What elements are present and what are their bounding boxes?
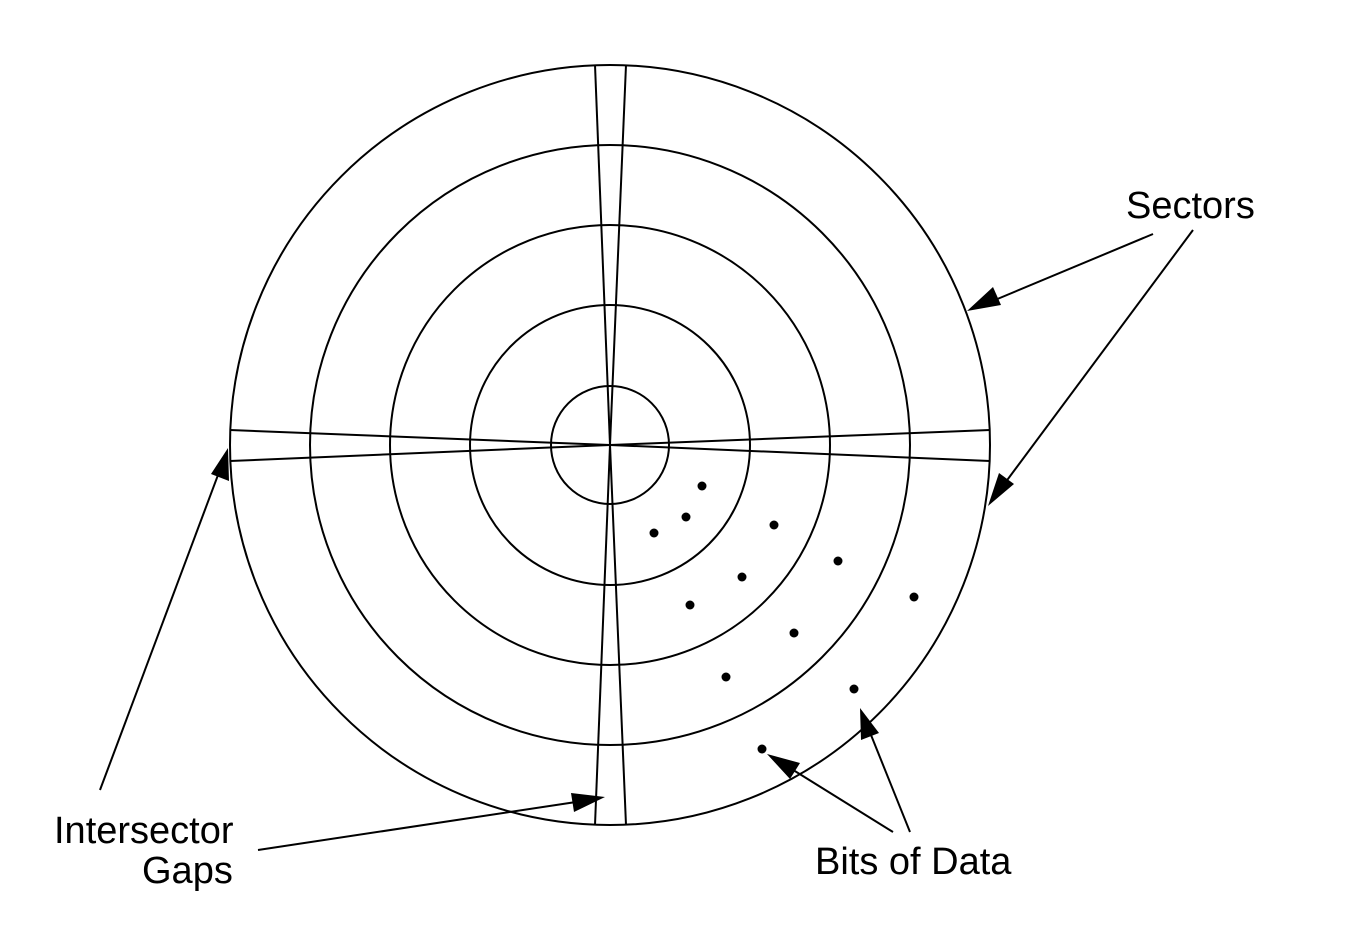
data-bit (681, 512, 691, 522)
track-ring-4 (309, 144, 911, 746)
gap-left-top (229, 429, 611, 446)
bits-arrows (767, 708, 911, 833)
bits-of-data-label: Bits of Data (815, 841, 1012, 883)
data-bit (789, 628, 799, 638)
data-bit (721, 672, 731, 682)
bits-arrow-left-head (767, 754, 800, 779)
track-ring-3 (389, 224, 831, 666)
data-bit (769, 520, 779, 530)
sectors-arrow-lower-head (988, 473, 1014, 506)
intersector-label-line2: Gaps (142, 850, 233, 892)
data-bit (697, 481, 707, 491)
bits-arrow-left-shaft (789, 767, 894, 833)
data-bit (757, 744, 767, 754)
data-bit (909, 592, 919, 602)
gap-bottom-right (609, 444, 627, 826)
gap-top-right (609, 64, 627, 446)
data-bit (849, 684, 859, 694)
track-rings (229, 64, 991, 826)
gap-bottom-left (594, 444, 611, 826)
gap-right-top (609, 429, 991, 446)
intersector-arrow-bottom-head (571, 793, 605, 812)
sectors-arrow-lower-shaft (1004, 229, 1194, 484)
gap-left-bottom (229, 444, 611, 462)
data-bit (685, 600, 695, 610)
bits-arrow-right-head (860, 708, 879, 740)
intersector-arrow-left-head (211, 448, 229, 481)
sectors-arrow-upper-head (967, 287, 1001, 311)
intersector-arrow-bottom-shaft (257, 801, 577, 851)
intersector-arrow-left-shaft (99, 474, 219, 791)
gap-top-left (594, 64, 611, 446)
track-ring-5 (229, 64, 991, 826)
bits-arrow-right-shaft (868, 729, 911, 833)
data-bit (649, 528, 659, 538)
data-bit (737, 572, 747, 582)
data-bit (833, 556, 843, 566)
intersector-label-line1: Intersector (54, 810, 234, 852)
gap-right-bottom (609, 444, 991, 462)
track-ring-2 (469, 304, 751, 586)
track-ring-1 (550, 385, 670, 505)
sectors-label: Sectors (1126, 185, 1255, 227)
intersector-gap-lines (229, 64, 991, 826)
data-bits (649, 481, 919, 754)
intersector-arrows (99, 448, 605, 851)
sectors-arrow-upper-shaft (994, 233, 1154, 301)
sectors-arrows (967, 229, 1194, 506)
